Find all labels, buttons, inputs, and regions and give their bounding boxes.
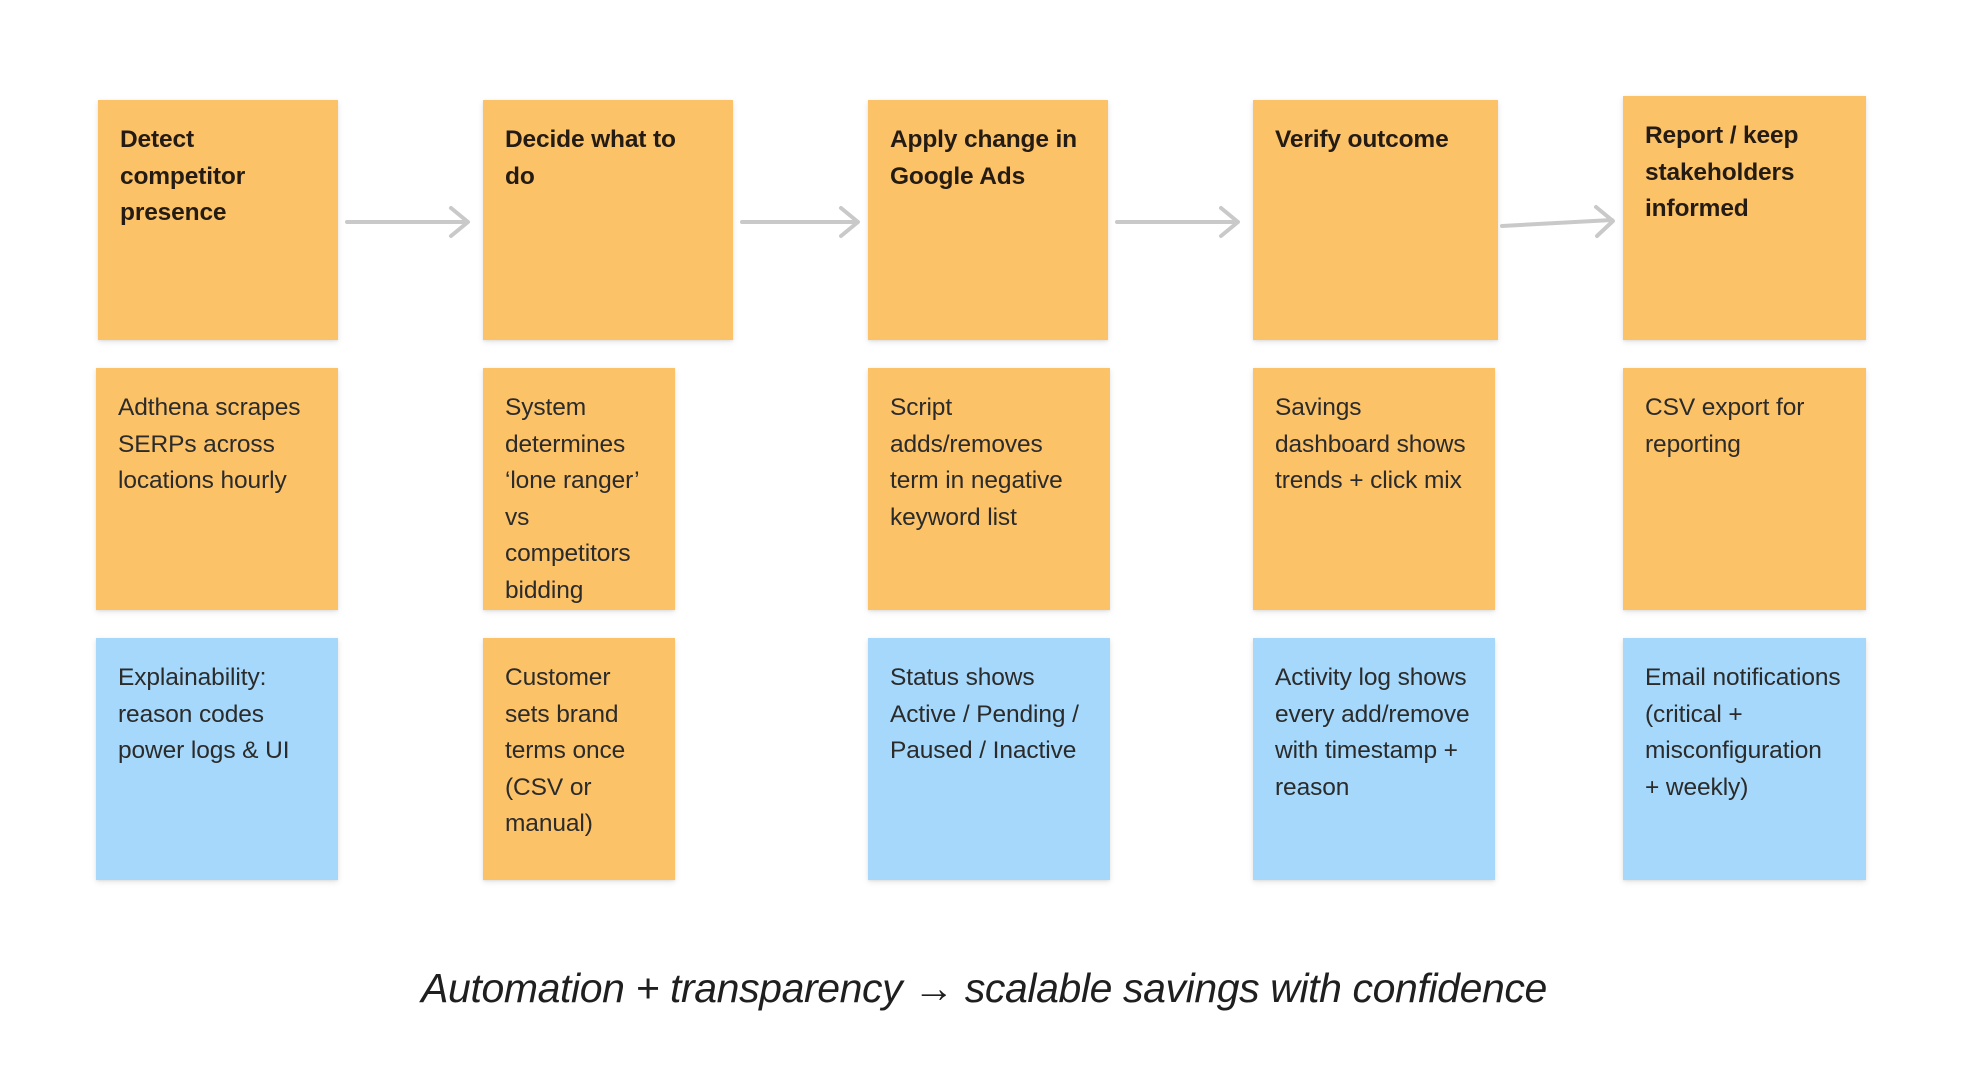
note-card-apply[interactable]: Status shows Active / Pending / Paused /… xyxy=(868,638,1110,880)
detail-card-detect[interactable]: Adthena scrapes SERPs across locations h… xyxy=(96,368,338,610)
stage-title-decide: Decide what to do xyxy=(505,126,676,190)
note-text-decide: Customer sets brand terms once (CSV or m… xyxy=(505,664,626,837)
arrow-right-icon-detect-to-decide xyxy=(345,206,470,238)
note-text-report: Email notifications (critical + misconfi… xyxy=(1645,664,1841,801)
stage-card-verify[interactable]: Verify outcome xyxy=(1253,100,1498,340)
stage-card-detect[interactable]: Detect competitor presence xyxy=(98,100,338,340)
stage-card-decide[interactable]: Decide what to do xyxy=(483,100,733,340)
note-card-detect[interactable]: Explainability: reason codes power logs … xyxy=(96,638,338,880)
detail-text-decide: System determines ‘lone ranger’ vs compe… xyxy=(505,394,639,604)
note-text-apply: Status shows Active / Pending / Paused /… xyxy=(890,664,1079,764)
note-card-decide[interactable]: Customer sets brand terms once (CSV or m… xyxy=(483,638,675,880)
detail-card-verify[interactable]: Savings dashboard shows trends + click m… xyxy=(1253,368,1495,610)
stage-title-detect: Detect competitor presence xyxy=(120,126,246,226)
arrow-right-icon-decide-to-apply xyxy=(740,206,860,238)
detail-card-apply[interactable]: Script adds/removes term in negative key… xyxy=(868,368,1110,610)
note-card-report[interactable]: Email notifications (critical + misconfi… xyxy=(1623,638,1866,880)
stage-card-report[interactable]: Report / keep stakeholders informed xyxy=(1623,96,1866,340)
stage-title-report: Report / keep stakeholders informed xyxy=(1645,122,1799,222)
detail-text-detect: Adthena scrapes SERPs across locations h… xyxy=(118,394,301,494)
detail-text-verify: Savings dashboard shows trends + click m… xyxy=(1275,394,1466,494)
arrow-right-icon-apply-to-verify xyxy=(1115,206,1240,238)
detail-card-report[interactable]: CSV export for reporting xyxy=(1623,368,1866,610)
note-text-verify: Activity log shows every add/remove with… xyxy=(1275,664,1470,801)
detail-text-report: CSV export for reporting xyxy=(1645,394,1805,458)
stage-title-verify: Verify outcome xyxy=(1275,126,1449,153)
note-text-detect: Explainability: reason codes power logs … xyxy=(118,664,290,764)
stage-card-apply[interactable]: Apply change in Google Ads xyxy=(868,100,1108,340)
stage-title-apply: Apply change in Google Ads xyxy=(890,126,1077,190)
arrow-right-icon-verify-to-report xyxy=(1500,205,1615,238)
detail-text-apply: Script adds/removes term in negative key… xyxy=(890,394,1063,531)
diagram-caption: Automation + transparency → scalable sav… xyxy=(421,965,1547,1011)
detail-card-decide[interactable]: System determines ‘lone ranger’ vs compe… xyxy=(483,368,675,610)
note-card-verify[interactable]: Activity log shows every add/remove with… xyxy=(1253,638,1495,880)
